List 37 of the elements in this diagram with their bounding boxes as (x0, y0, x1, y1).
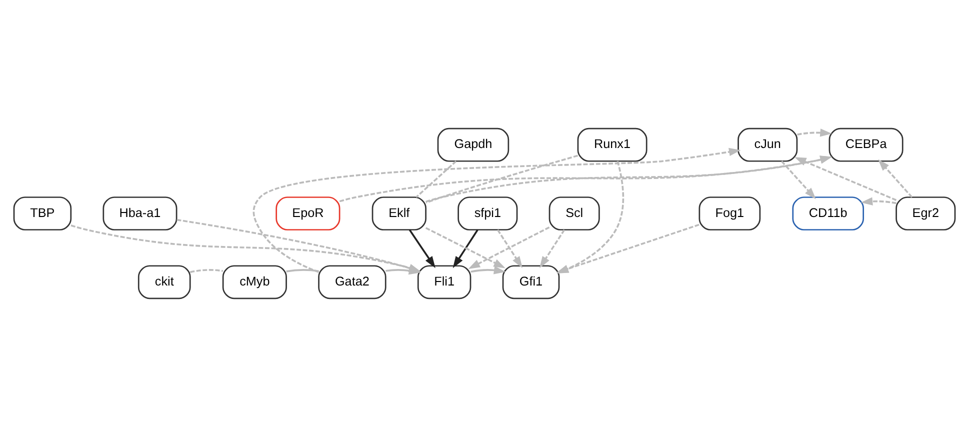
connector (190, 268, 224, 273)
arrow (860, 196, 896, 205)
node-box: Hba-a1 (102, 196, 178, 230)
node-box: Fli1 (417, 264, 472, 299)
arrow (425, 226, 506, 268)
connector (426, 154, 578, 203)
node-box: ckit (138, 264, 191, 299)
arrow (386, 266, 421, 274)
arrow (452, 228, 478, 268)
arrow (780, 160, 816, 199)
node-box: sfpi1 (458, 196, 518, 230)
node-box: Scl (548, 196, 600, 230)
arrow (794, 156, 897, 200)
node-box: cJun (738, 127, 798, 162)
arrow (470, 266, 506, 274)
node-box: cMyb (222, 264, 287, 299)
arrow (496, 228, 522, 268)
node-box: CEBPa (828, 127, 904, 162)
node-box: Fog1 (698, 196, 761, 230)
arrow (878, 158, 913, 198)
arrow (426, 155, 832, 202)
node-box: CD11b (792, 196, 864, 230)
arrow (797, 128, 832, 136)
arrow (540, 228, 566, 268)
node-box: Gapdh (437, 127, 510, 162)
node-box: EpoR (276, 196, 340, 230)
arrow (468, 226, 550, 268)
arrow (339, 155, 832, 202)
connector (286, 268, 319, 272)
node-box: Eklf (372, 196, 426, 230)
node-box: Runx1 (577, 127, 648, 162)
node-box: Gata2 (318, 264, 386, 299)
node-box: Gfi1 (502, 264, 560, 299)
node-box: TBP (13, 196, 72, 230)
node-box: Egr2 (896, 196, 956, 230)
connector (416, 160, 457, 198)
arrow (408, 228, 436, 268)
